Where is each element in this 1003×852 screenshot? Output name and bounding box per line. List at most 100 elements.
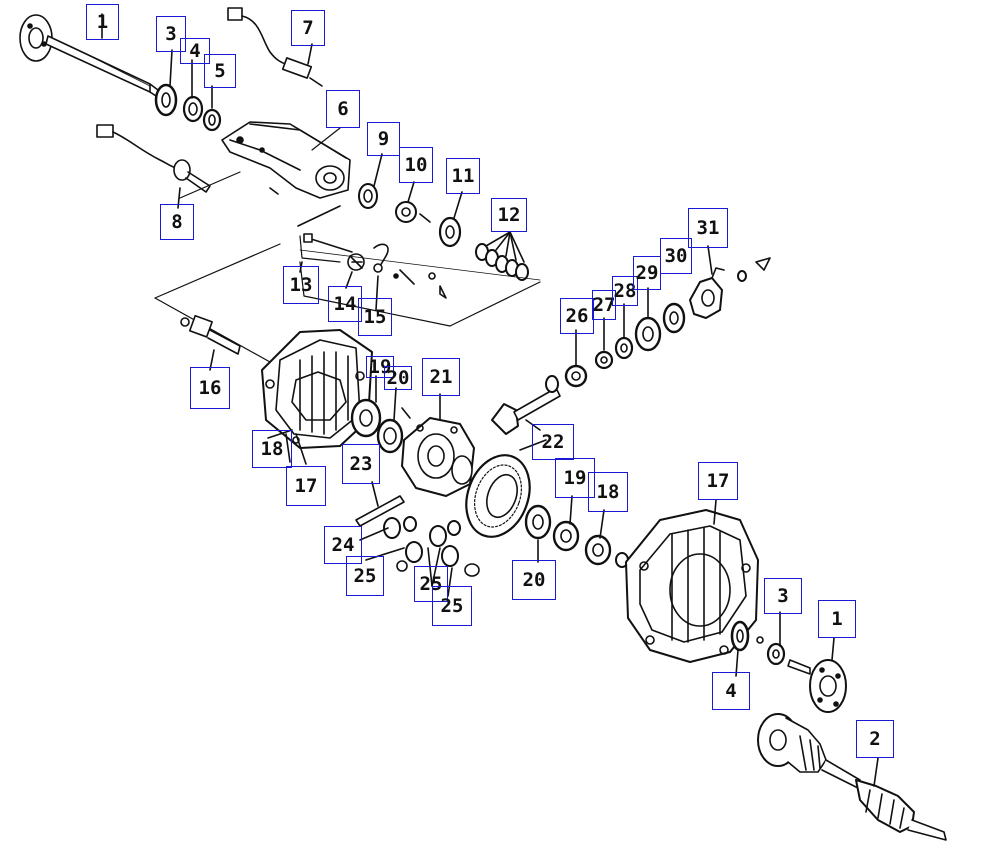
cross-pin-23 <box>355 495 405 527</box>
callout-14[interactable]: 14 <box>328 286 362 322</box>
callout-20-right[interactable]: 20 <box>512 560 556 600</box>
callout-text: 6 <box>337 98 349 120</box>
callout-text: 17 <box>294 475 318 497</box>
callout-15[interactable]: 15 <box>358 298 392 336</box>
callout-text: 19 <box>368 356 392 378</box>
callout-text: 19 <box>563 467 587 489</box>
callout-25-a[interactable]: 25 <box>346 556 384 596</box>
callout-17-left[interactable]: 17 <box>286 466 326 506</box>
bearing-26 <box>545 375 559 393</box>
callout-5[interactable]: 5 <box>204 54 236 88</box>
callout-8[interactable]: 8 <box>160 204 194 240</box>
callout-text: 2 <box>869 728 881 750</box>
seal-30 <box>662 302 686 334</box>
pinion-gear <box>491 387 561 435</box>
callout-3-upper[interactable]: 3 <box>156 16 186 52</box>
callout-21[interactable]: 21 <box>422 358 460 396</box>
washer-10 <box>395 201 417 223</box>
callout-text: 7 <box>302 17 314 39</box>
callout-12[interactable]: 12 <box>491 198 527 232</box>
axle-seal-upper <box>154 83 178 117</box>
callout-18-left[interactable]: 18 <box>252 430 292 468</box>
ring-gear <box>465 439 547 538</box>
callout-text: 1 <box>96 11 109 33</box>
callout-text: 5 <box>214 60 226 82</box>
carrier-bracket <box>179 121 351 199</box>
callout-text: 13 <box>289 274 313 296</box>
speed-sensor-upper <box>227 7 323 87</box>
callout-24[interactable]: 24 <box>324 526 362 564</box>
washer-set-12 <box>475 231 529 281</box>
callout-1-upper[interactable]: 1 <box>86 4 119 40</box>
retainer-upper <box>202 108 222 132</box>
callout-text: 20 <box>522 569 546 591</box>
bearing-19-left <box>350 398 382 438</box>
shim-20-right <box>524 504 552 540</box>
callout-18-right[interactable]: 18 <box>588 472 628 512</box>
callout-text: 23 <box>349 453 373 475</box>
shim-9 <box>358 183 378 209</box>
callout-text: 25 <box>440 595 464 617</box>
callout-6[interactable]: 6 <box>326 90 360 128</box>
callout-text: 15 <box>363 306 387 328</box>
callout-16[interactable]: 16 <box>190 367 230 409</box>
callout-4-lower[interactable]: 4 <box>712 672 750 710</box>
callout-text: 4 <box>189 40 201 62</box>
bearing-18-right <box>584 534 612 566</box>
side-gears <box>359 516 480 597</box>
callout-text: 20 <box>386 367 410 389</box>
callout-text: 21 <box>429 366 453 388</box>
callout-10[interactable]: 10 <box>399 147 433 183</box>
callout-22[interactable]: 22 <box>532 424 574 460</box>
callout-25-b[interactable]: 25 <box>414 566 448 602</box>
callout-text: 22 <box>541 431 565 453</box>
callout-11[interactable]: 11 <box>446 158 480 194</box>
callout-23[interactable]: 23 <box>342 444 380 484</box>
callout-3-lower[interactable]: 3 <box>764 578 802 614</box>
pinion-yoke <box>689 245 771 319</box>
bearing-19-right <box>552 520 580 552</box>
callout-text: 18 <box>596 481 620 503</box>
callout-31[interactable]: 31 <box>688 208 728 248</box>
bearing-11 <box>438 216 462 248</box>
callout-text: 3 <box>777 585 789 607</box>
callout-30[interactable]: 30 <box>660 238 692 274</box>
callout-13[interactable]: 13 <box>283 266 319 304</box>
callout-25-c[interactable]: 25 <box>432 586 472 626</box>
callout-29[interactable]: 29 <box>633 256 661 290</box>
callout-4-upper[interactable]: 4 <box>180 38 210 64</box>
callout-text: 28 <box>613 280 637 302</box>
cv-drive-shaft <box>757 713 947 841</box>
callout-text: 17 <box>706 470 730 492</box>
callout-text: 30 <box>664 245 688 267</box>
callout-text: 25 <box>353 565 377 587</box>
callout-text: 8 <box>171 211 183 233</box>
callout-text: 12 <box>497 204 521 226</box>
callout-20-left[interactable]: 20 <box>384 366 412 390</box>
callout-9[interactable]: 9 <box>367 122 400 156</box>
bearing-28 <box>614 336 634 360</box>
carrier-housing-right <box>625 499 759 663</box>
callout-text: 14 <box>333 293 357 315</box>
bearing-29 <box>634 316 662 352</box>
speed-sensor-lower <box>96 124 211 193</box>
bearing-upper <box>182 95 204 123</box>
callout-17-right[interactable]: 17 <box>698 462 738 500</box>
shim-20-left <box>376 418 404 454</box>
actuator-subassembly <box>297 205 541 327</box>
callout-26[interactable]: 26 <box>560 298 594 334</box>
bearing-lower <box>766 642 786 666</box>
callout-19-right[interactable]: 19 <box>555 458 595 498</box>
callout-text: 31 <box>696 217 720 239</box>
callout-19-left[interactable]: 19 <box>366 356 394 378</box>
axle-flange-right <box>809 637 847 713</box>
callout-2[interactable]: 2 <box>856 720 894 758</box>
callout-1-lower[interactable]: 1 <box>818 600 856 638</box>
callout-text: 27 <box>592 294 616 316</box>
callout-text: 29 <box>635 262 659 284</box>
callout-7[interactable]: 7 <box>291 10 325 46</box>
callout-text: 1 <box>831 608 843 630</box>
callout-28[interactable]: 28 <box>612 276 638 306</box>
